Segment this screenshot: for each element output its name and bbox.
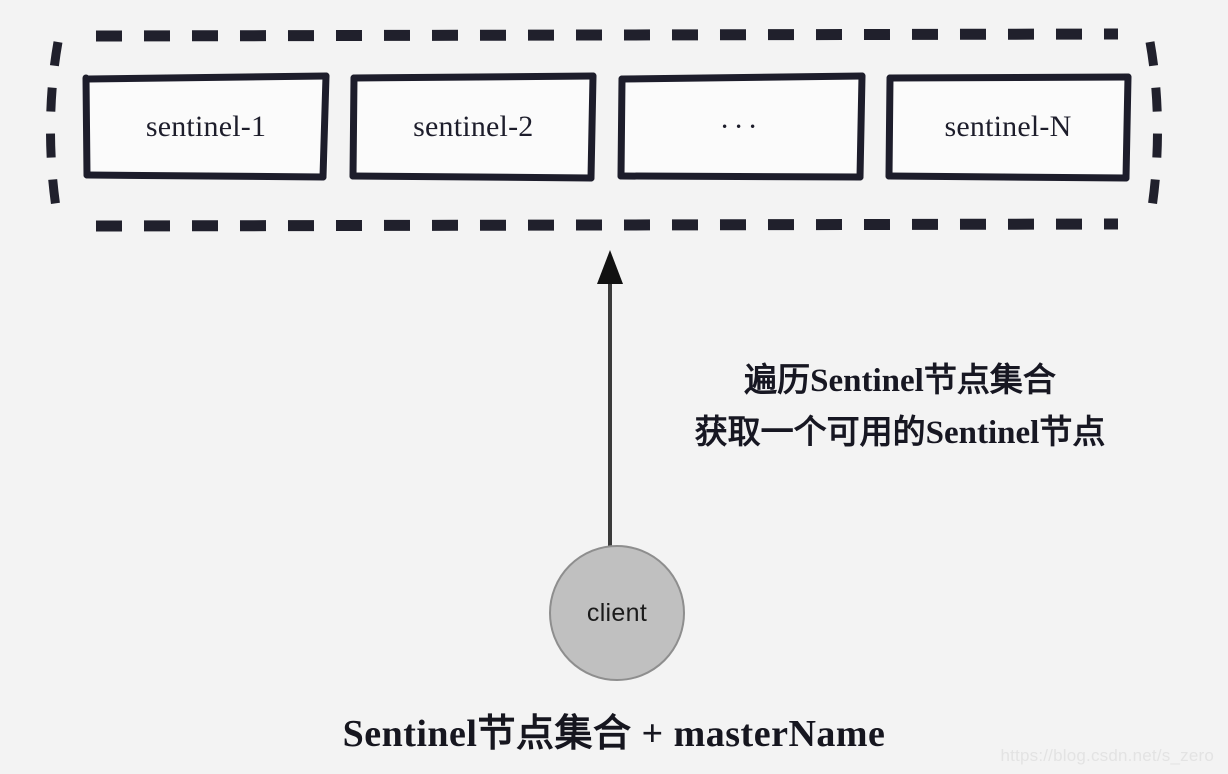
sentinel-box-2[interactable]: sentinel-2: [349, 72, 597, 182]
traverse-annotation: 遍历Sentinel节点集合 获取一个可用的Sentinel节点: [630, 358, 1170, 458]
diagram-caption: Sentinel节点集合 + masterName: [342, 713, 886, 755]
sentinel-box-ellipsis[interactable]: ···: [617, 72, 866, 181]
sentinel-box-ellipsis-label: ···: [719, 110, 762, 143]
watermark: https://blog.csdn.net/s_zero: [1000, 746, 1214, 765]
traverse-annotation-line-2: 获取一个可用的Sentinel节点: [694, 414, 1106, 451]
sentinel-box-row: sentinel-1 sentinel-2 ···: [82, 68, 1132, 186]
client-node[interactable]: client: [549, 545, 685, 681]
sentinel-box-n[interactable]: sentinel-N: [885, 73, 1132, 182]
sentinel-box-1-label: sentinel-1: [145, 110, 267, 143]
traverse-annotation-line-1: 遍历Sentinel节点集合: [744, 363, 1056, 399]
sentinel-box-1[interactable]: sentinel-1: [82, 72, 330, 181]
sentinel-box-n-label: sentinel-N: [944, 110, 1072, 143]
sentinel-box-2-label: sentinel-2: [413, 110, 534, 143]
sentinel-group-container: sentinel-1 sentinel-2 ···: [44, 28, 1164, 232]
client-node-label: client: [586, 598, 648, 627]
